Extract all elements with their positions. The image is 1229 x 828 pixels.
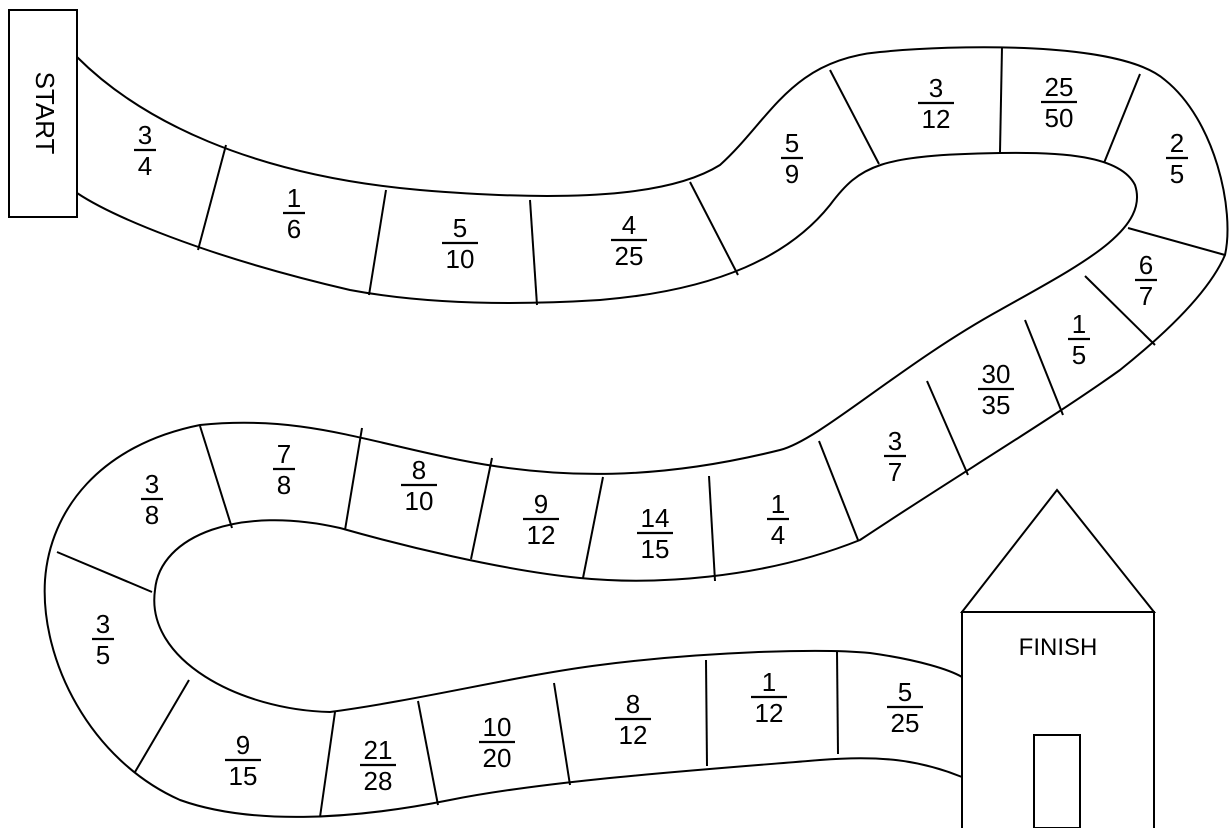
board-space[interactable]: 810	[401, 455, 437, 516]
board-space[interactable]: 34	[134, 120, 156, 181]
fraction-denominator: 25	[615, 241, 644, 271]
board-space[interactable]: 912	[523, 489, 559, 550]
fraction-denominator: 6	[287, 214, 301, 244]
fraction-numerator: 10	[483, 712, 512, 742]
fraction-numerator: 8	[412, 455, 426, 485]
board-space[interactable]: 312	[918, 73, 954, 134]
board-space[interactable]: 67	[1135, 250, 1157, 311]
fraction-numerator: 5	[898, 677, 912, 707]
board-space[interactable]: 35	[92, 609, 114, 670]
fraction-numerator: 9	[236, 730, 250, 760]
fraction-denominator: 12	[619, 720, 648, 750]
board-space[interactable]: 425	[611, 210, 647, 271]
fraction-denominator: 10	[405, 486, 434, 516]
fraction-denominator: 12	[527, 520, 556, 550]
finish-door	[1034, 735, 1080, 828]
fraction-denominator: 35	[982, 390, 1011, 420]
fraction-denominator: 5	[96, 640, 110, 670]
finish-house[interactable]: FINISH	[962, 490, 1154, 828]
fraction-numerator: 2	[1170, 128, 1184, 158]
fraction-denominator: 15	[229, 761, 258, 791]
fraction-denominator: 4	[771, 520, 785, 550]
fraction-denominator: 9	[785, 159, 799, 189]
board-space[interactable]: 59	[781, 128, 803, 189]
fraction-numerator: 1	[1072, 309, 1086, 339]
fraction-numerator: 1	[771, 489, 785, 519]
fraction-denominator: 8	[145, 500, 159, 530]
fraction-numerator: 30	[982, 359, 1011, 389]
start-label: START	[30, 72, 60, 155]
board-space[interactable]: 37	[884, 426, 906, 487]
fraction-denominator: 5	[1072, 340, 1086, 370]
fraction-denominator: 15	[641, 534, 670, 564]
fraction-numerator: 4	[622, 210, 636, 240]
fraction-numerator: 9	[534, 489, 548, 519]
fraction-denominator: 10	[446, 244, 475, 274]
board-space[interactable]: 16	[283, 183, 305, 244]
board-space[interactable]: 25	[1166, 128, 1188, 189]
finish-label: FINISH	[1019, 634, 1098, 661]
fraction-denominator: 20	[483, 743, 512, 773]
fraction-numerator: 3	[96, 609, 110, 639]
fraction-denominator: 8	[277, 470, 291, 500]
board-space[interactable]: 78	[273, 439, 295, 500]
fraction-denominator: 4	[138, 151, 152, 181]
fraction-numerator: 7	[277, 439, 291, 469]
fraction-numerator: 25	[1045, 72, 1074, 102]
fraction-numerator: 3	[888, 426, 902, 456]
board-space[interactable]: 15	[1068, 309, 1090, 370]
fraction-numerator: 21	[364, 735, 393, 765]
fraction-denominator: 25	[891, 708, 920, 738]
board-space[interactable]: 915	[225, 730, 261, 791]
fraction-numerator: 3	[145, 469, 159, 499]
fraction-denominator: 12	[755, 698, 784, 728]
fraction-denominator: 12	[922, 104, 951, 134]
fraction-numerator: 8	[626, 689, 640, 719]
board-space[interactable]: 112	[751, 667, 787, 728]
start-box[interactable]: START	[9, 10, 77, 217]
fraction-denominator: 5	[1170, 159, 1184, 189]
board-space[interactable]: 812	[615, 689, 651, 750]
fraction-numerator: 6	[1139, 250, 1153, 280]
fraction-denominator: 28	[364, 766, 393, 796]
fraction-denominator: 7	[1139, 281, 1153, 311]
finish-roof	[962, 490, 1154, 612]
fraction-denominator: 50	[1045, 103, 1074, 133]
fraction-numerator: 5	[785, 128, 799, 158]
fraction-numerator: 3	[138, 120, 152, 150]
fraction-numerator: 1	[287, 183, 301, 213]
board-space[interactable]: 525	[887, 677, 923, 738]
board-space[interactable]: 510	[442, 213, 478, 274]
board-space[interactable]: 38	[141, 469, 163, 530]
fraction-denominator: 7	[888, 457, 902, 487]
fraction-numerator: 5	[453, 213, 467, 243]
board-space[interactable]: 14	[767, 489, 789, 550]
fraction-numerator: 1	[762, 667, 776, 697]
fraction-numerator: 14	[641, 503, 670, 533]
fraction-numerator: 3	[929, 73, 943, 103]
